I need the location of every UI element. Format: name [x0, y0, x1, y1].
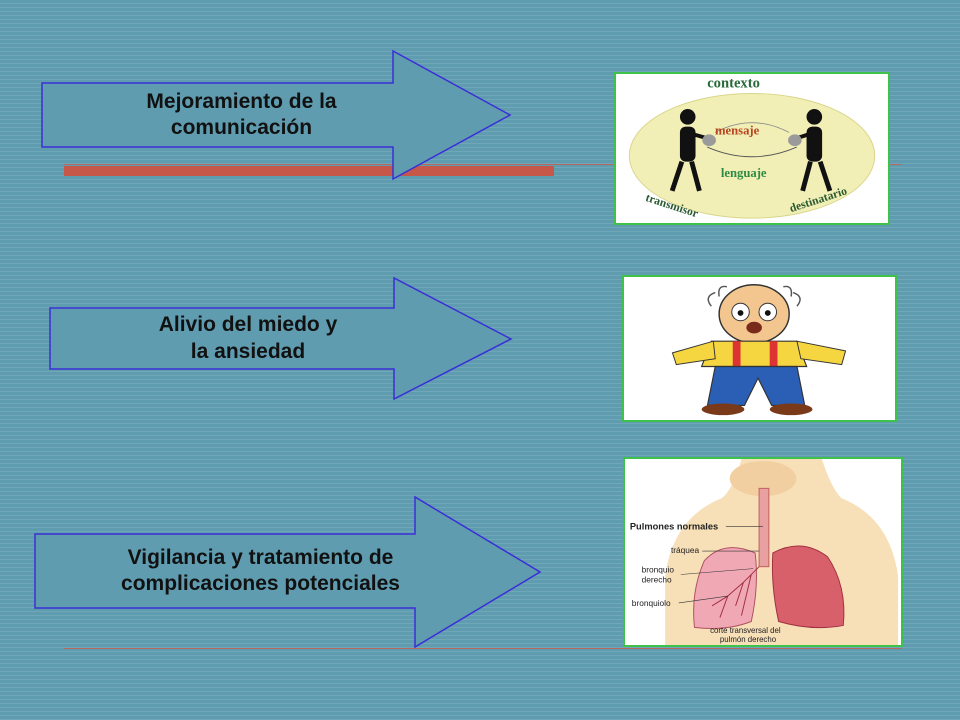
arrow-shape — [41, 49, 512, 181]
label-bronchus: bronquio — [642, 565, 675, 575]
communication-illustration: contexto mensaje lenguaje transmisor des… — [628, 76, 876, 220]
label-context: contexto — [707, 76, 760, 92]
lung-anatomy-illustration: Pulmones normales tráquea bronquio derec… — [630, 459, 899, 645]
label-right-lung: pulmón derecho — [720, 635, 777, 644]
arrow-label: Mejoramiento de la comunicación — [50, 83, 433, 147]
arrow-label: Vigilancia y tratamiento de complicacion… — [38, 534, 483, 608]
arrow-label: Alivio del miedo y la ansiedad — [78, 308, 418, 369]
arrow-label-text: Alivio del miedo y la ansiedad — [158, 313, 338, 363]
lung-anatomy-image: Pulmones normales tráquea bronquio derec… — [623, 457, 903, 647]
label-trachea: tráquea — [671, 545, 700, 555]
arrow-communication: Mejoramiento de la comunicación — [40, 49, 515, 181]
arrow-label-text: Mejoramiento de la comunicación — [146, 89, 337, 139]
arrow-shape — [34, 495, 542, 649]
arrow-label-text: Vigilancia y tratamiento de complicacion… — [121, 545, 400, 595]
communication-diagram-image: contexto mensaje lenguaje transmisor des… — [614, 72, 890, 225]
divider-line-bottom — [64, 648, 902, 649]
label-bronchiole: bronquiolo — [632, 598, 671, 608]
arrow-shape — [49, 276, 513, 401]
label-right: derecho — [642, 574, 672, 584]
arrow-complications: Vigilancia y tratamiento de complicacion… — [33, 495, 545, 650]
label-cross-section: corte transversal del — [710, 626, 781, 635]
scared-man-image — [622, 275, 897, 422]
arrow-fear-anxiety: Alivio del miedo y la ansiedad — [48, 276, 518, 401]
label-language: lenguaje — [721, 166, 767, 180]
scared-man-illustration — [671, 284, 847, 416]
divider-bar-top — [64, 166, 554, 176]
label-normal-lungs: Pulmones normales — [630, 521, 718, 531]
label-message: mensaje — [715, 123, 760, 137]
receiver-figure — [796, 109, 833, 192]
divider-line-top — [64, 164, 902, 165]
